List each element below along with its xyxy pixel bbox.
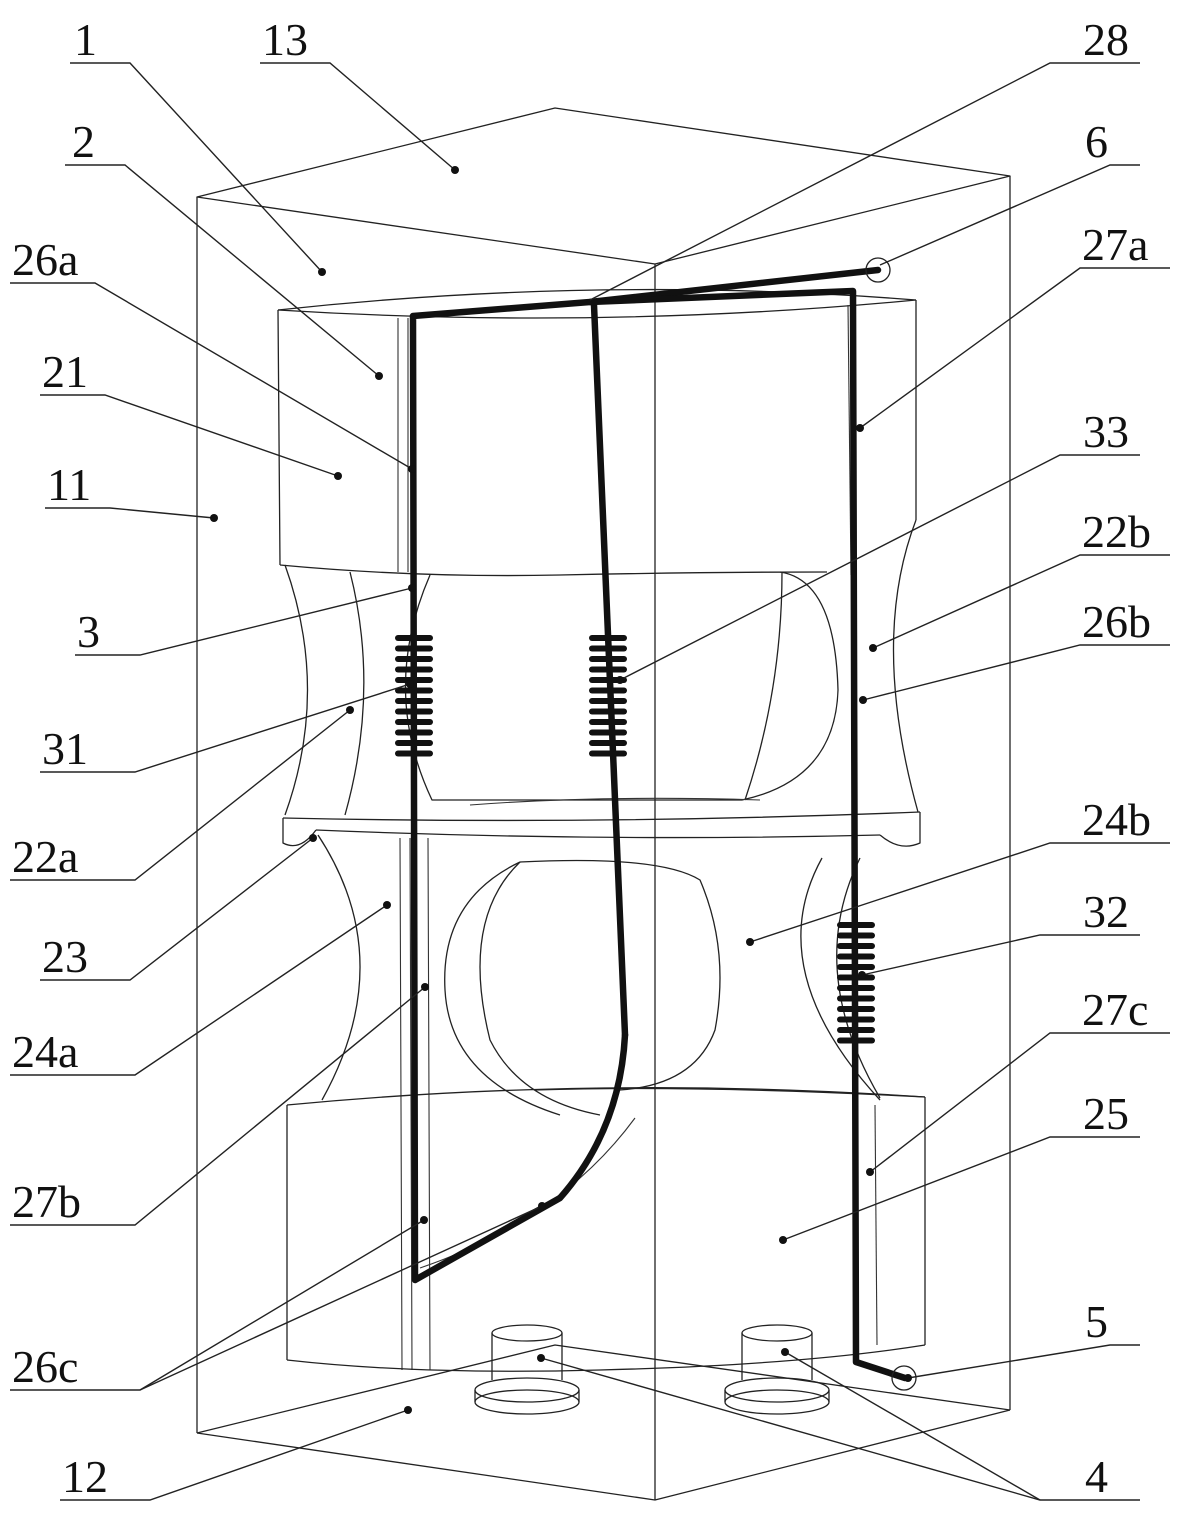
- label-27a: 27a: [1082, 219, 1148, 270]
- terminal-6: [865, 257, 891, 283]
- coil-32: [837, 922, 875, 1044]
- marker-dots: [210, 166, 912, 1414]
- label-22b: 22b: [1082, 506, 1151, 557]
- leader-lines: [10, 62, 1170, 1501]
- label-27b: 27b: [12, 1176, 81, 1227]
- coil-32-turn: [837, 964, 875, 970]
- coil-31-turn: [395, 729, 433, 736]
- coil-31-turn: [395, 740, 433, 746]
- coil-31-turn: [395, 719, 433, 725]
- coil-32-turn: [837, 932, 875, 939]
- coil-33-turn: [589, 740, 627, 746]
- label-1: 1: [74, 14, 97, 65]
- coil-32-turn: [837, 1027, 875, 1033]
- coil-31-turn: [395, 666, 433, 673]
- label-26a: 26a: [12, 234, 78, 285]
- coil-31-turn: [395, 750, 433, 757]
- coil-31-turn: [395, 677, 433, 683]
- lower-waist: [317, 834, 881, 1371]
- label-13: 13: [262, 14, 308, 65]
- coil-33-turn: [589, 645, 627, 652]
- label-21: 21: [42, 346, 88, 397]
- coil-31-turn: [395, 698, 433, 704]
- label-22a: 22a: [12, 831, 78, 882]
- coil-31-turn: [395, 656, 433, 662]
- label-4: 4: [1085, 1451, 1108, 1502]
- coil-32-turn: [837, 1016, 875, 1023]
- terminal-5: [891, 1365, 917, 1391]
- ports: [474, 1324, 830, 1415]
- coil-32-turn: [837, 922, 875, 928]
- port-left: [474, 1324, 580, 1415]
- coil-32-turn: [837, 1037, 875, 1044]
- coil-31-turn: [395, 645, 433, 652]
- coil-33: [589, 635, 627, 757]
- coil-33-turn: [589, 750, 627, 757]
- label-24a: 24a: [12, 1026, 78, 1077]
- label-3: 3: [77, 606, 100, 657]
- coil-32-turn: [837, 1006, 875, 1012]
- coil-31-turn: [395, 635, 433, 641]
- lower-cylinder: [286, 1087, 926, 1372]
- wires: [409, 266, 909, 1382]
- label-32: 32: [1083, 886, 1129, 937]
- label-11: 11: [47, 459, 91, 510]
- coil-33-turn: [589, 666, 627, 673]
- coil-33-turn: [589, 635, 627, 641]
- label-6: 6: [1085, 116, 1108, 167]
- label-5: 5: [1085, 1296, 1108, 1347]
- label-12: 12: [62, 1451, 108, 1502]
- wire-right: [586, 287, 909, 1382]
- coil-32-turn: [837, 995, 875, 1002]
- coil-33-turn: [589, 698, 627, 704]
- label-24b: 24b: [1082, 794, 1151, 845]
- label-26b: 26b: [1082, 596, 1151, 647]
- outer-box: [196, 107, 1011, 1501]
- port-right: [724, 1324, 830, 1415]
- label-28: 28: [1083, 14, 1129, 65]
- label-33: 33: [1083, 406, 1129, 457]
- coil-31-turn: [395, 708, 433, 715]
- coil-31: [395, 635, 433, 757]
- terminals: [865, 257, 917, 1391]
- coil-33-turn: [589, 656, 627, 662]
- coil-31-turn: [395, 687, 433, 694]
- coil-33-turn: [589, 687, 627, 694]
- coils: [395, 635, 875, 1044]
- label-23: 23: [42, 931, 88, 982]
- reference-labels: 1 13 28 2 6 26a 27a 21 33 11 22b 3 26b 3…: [12, 14, 1151, 1502]
- wire-main: [409, 266, 882, 1284]
- label-26c: 26c: [12, 1341, 78, 1392]
- coil-33-turn: [589, 729, 627, 736]
- label-2: 2: [72, 116, 95, 167]
- coil-32-turn: [837, 953, 875, 960]
- coil-33-turn: [589, 719, 627, 725]
- coil-32-turn: [837, 943, 875, 949]
- coil-32-turn: [837, 974, 875, 981]
- label-31: 31: [42, 723, 88, 774]
- upper-waist: [284, 519, 919, 816]
- coil-32-turn: [837, 985, 875, 991]
- coil-33-turn: [589, 708, 627, 715]
- label-27c: 27c: [1082, 984, 1148, 1035]
- label-25: 25: [1083, 1088, 1129, 1139]
- middle-plate: [282, 811, 921, 847]
